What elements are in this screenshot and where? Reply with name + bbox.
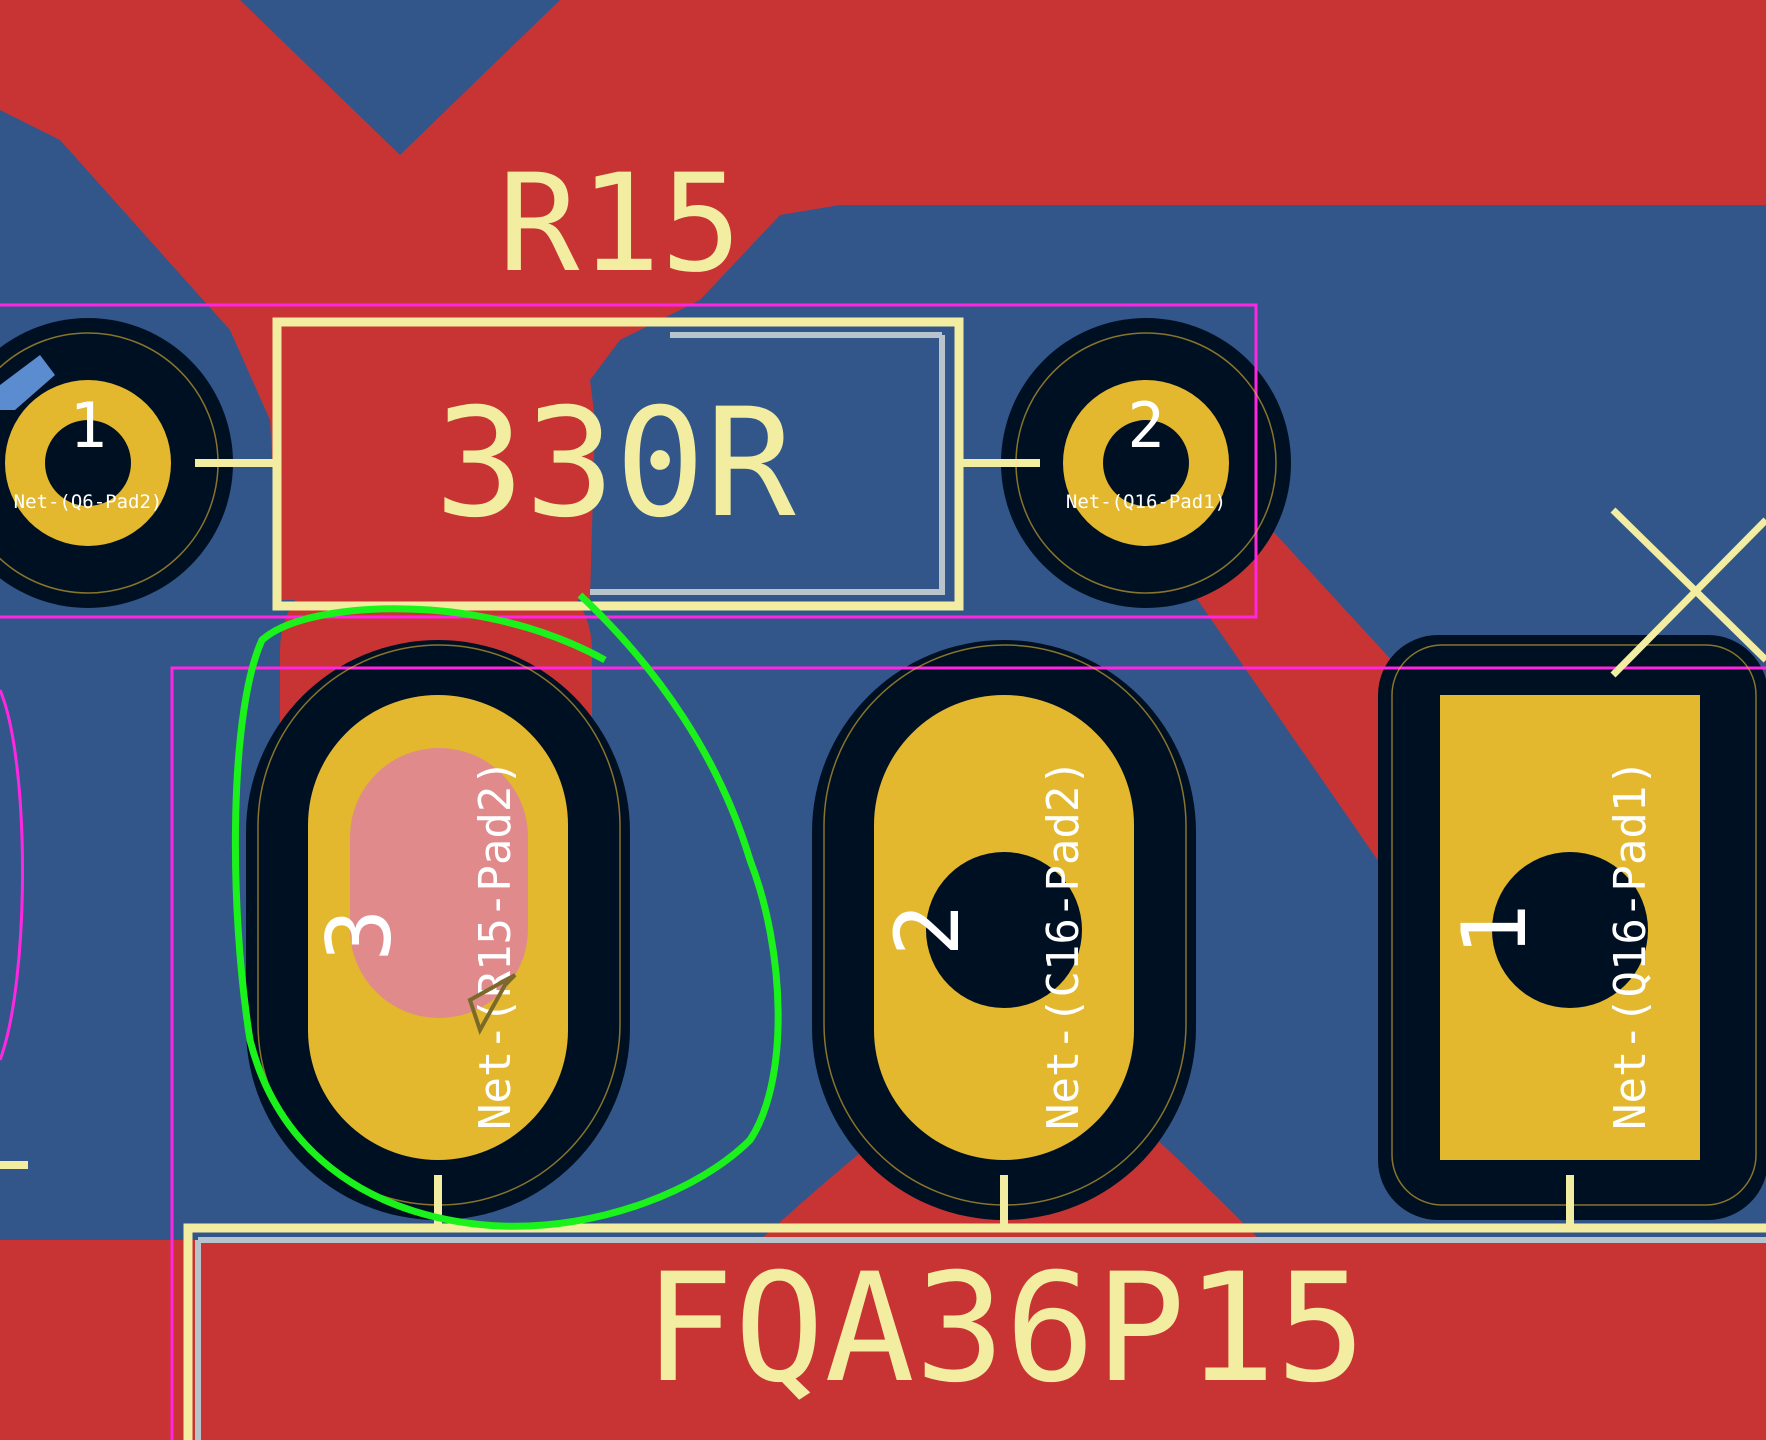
pad-number: 1 bbox=[69, 389, 106, 462]
pad-net-label: Net-(Q16-Pad1) bbox=[1066, 491, 1226, 513]
pad-net-label: Net-(Q16-Pad1) bbox=[1605, 759, 1656, 1130]
transistor-silkscreen bbox=[0, 1161, 1766, 1440]
resistor-value: 330R bbox=[434, 377, 796, 551]
pad-net-label: Net-(R15-Pad2) bbox=[470, 759, 521, 1130]
transistor-pad-3[interactable]: 3 Net-(R15-Pad2) bbox=[308, 695, 568, 1160]
transistor-pad-2[interactable]: 2 Net-(C16-Pad2) bbox=[874, 695, 1134, 1160]
pad-number: 2 bbox=[876, 904, 979, 957]
pad-net-label: Net-(C16-Pad2) bbox=[1038, 759, 1089, 1130]
pad-number: 2 bbox=[1127, 389, 1164, 462]
cross-marker bbox=[1610, 507, 1766, 678]
highlight-loop bbox=[231, 592, 782, 1230]
transistor-value: FQA36P15 bbox=[644, 1242, 1366, 1416]
resistor-pad-2[interactable]: 2 Net-(Q16-Pad1) bbox=[1063, 380, 1229, 546]
transistor-pad-1[interactable]: 1 Net-(Q16-Pad1) bbox=[1440, 695, 1700, 1160]
anchor-icon bbox=[467, 973, 517, 1035]
resistor-reference: R15 bbox=[498, 145, 742, 302]
pad-net-label: Net-(Q6-Pad2) bbox=[14, 491, 163, 513]
track-stub bbox=[0, 355, 55, 410]
resistor-pad-1[interactable]: 1 Net-(Q6-Pad2) bbox=[5, 380, 171, 546]
selection-highlight bbox=[350, 748, 528, 1018]
courtyard-lines bbox=[0, 303, 1766, 1440]
pad-number: 1 bbox=[1443, 904, 1546, 957]
resistor-silkscreen bbox=[195, 317, 1040, 611]
pad-number: 3 bbox=[308, 909, 411, 962]
